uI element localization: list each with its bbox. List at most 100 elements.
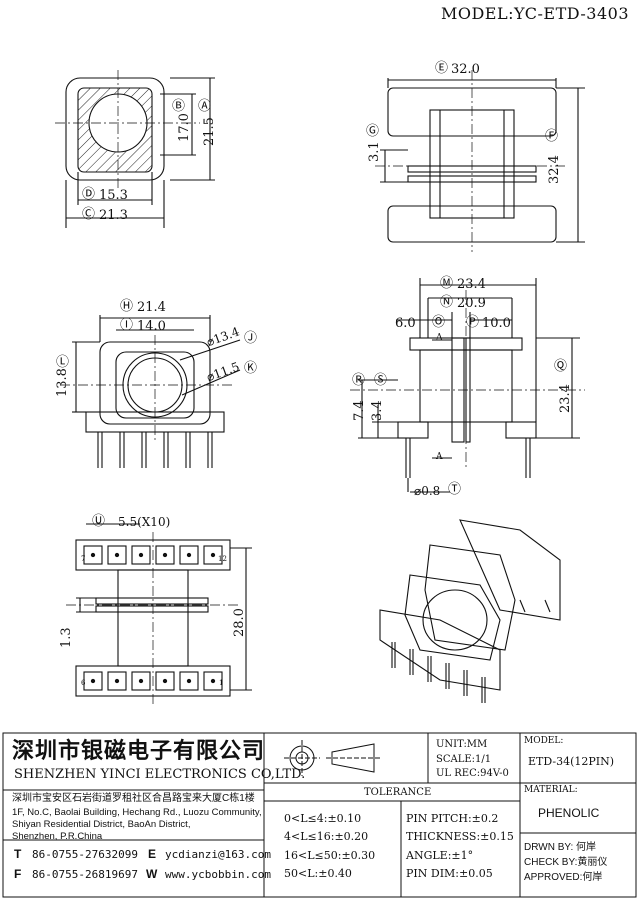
web-value: www.ycbobbin.com bbox=[165, 868, 271, 881]
pin-dot bbox=[138, 678, 144, 684]
dim-value-17: 17.0 bbox=[177, 113, 192, 142]
section-mark-A-top: A bbox=[436, 333, 443, 343]
dim-value-1-3: 1.3 bbox=[59, 627, 74, 648]
dim-G: Ⓖ bbox=[366, 124, 380, 139]
pin-dot bbox=[210, 552, 216, 558]
dim-Q: Ⓠ bbox=[554, 359, 568, 374]
tolerance-left-2: 16<L≤50:±0.30 bbox=[284, 849, 376, 862]
dim-value-7-4: 7.4 bbox=[352, 400, 367, 421]
scale-label: SCALE:1/1 bbox=[436, 754, 492, 765]
dim-D: Ⓓ bbox=[82, 187, 96, 202]
phone-value: 86-0755-27632099 bbox=[32, 848, 138, 861]
dim-E: Ⓔ bbox=[435, 61, 449, 76]
dim-value-10: 10.0 bbox=[482, 316, 511, 331]
tolerance-right-1: THICKNESS:±0.15 bbox=[406, 830, 514, 843]
section-mark-A-bottom: A bbox=[436, 452, 443, 462]
dim-I: Ⓘ bbox=[120, 318, 134, 333]
dim-value-23-4-right: 23.4 bbox=[558, 384, 573, 413]
dim-F: Ⓕ bbox=[545, 129, 559, 144]
pin-cell bbox=[131, 671, 151, 691]
view-isometric bbox=[379, 519, 561, 703]
dim-H: Ⓗ bbox=[120, 299, 134, 314]
dim-value-32-4: 32.4 bbox=[547, 155, 562, 184]
pin-cell bbox=[107, 671, 127, 691]
pin-dot bbox=[162, 678, 168, 684]
dim-S: Ⓢ bbox=[374, 373, 388, 388]
pin-dot bbox=[114, 552, 120, 558]
dim-value-13-8: 13.8 bbox=[55, 368, 70, 397]
tolerance-right-2: ANGLE:±1° bbox=[406, 849, 474, 862]
view-mid-left bbox=[60, 315, 241, 468]
title-block-lines bbox=[2, 732, 637, 898]
dim-M: Ⓜ bbox=[440, 276, 454, 291]
pin-cell bbox=[107, 545, 127, 565]
view-mid-right bbox=[350, 278, 585, 493]
pin-dot bbox=[90, 552, 96, 558]
unit-label: UNIT:MM bbox=[436, 739, 488, 750]
ul-label: UL REC:94V-0 bbox=[436, 768, 509, 779]
model-header: MODEL:YC-ETD-3403 bbox=[440, 4, 629, 23]
pin-cell bbox=[179, 545, 199, 565]
dim-T: Ⓣ bbox=[448, 482, 462, 497]
tolerance-title: TOLERANCE bbox=[364, 787, 432, 798]
material-label: MATERIAL: bbox=[524, 785, 578, 795]
phone-key: T bbox=[14, 847, 22, 861]
pin-dot bbox=[90, 678, 96, 684]
pin-dot bbox=[114, 678, 120, 684]
address-cn: 深圳市宝安区石岩街道罗租社区合昌路宝来大厦C栋1楼 bbox=[12, 793, 255, 804]
dim-C: Ⓒ bbox=[82, 207, 96, 222]
pin-cell bbox=[83, 545, 103, 565]
check-by: CHECK BY:黄丽仪 bbox=[524, 857, 608, 868]
material-value: PHENOLIC bbox=[538, 806, 600, 820]
tolerance-left-3: 50<L:±0.40 bbox=[284, 867, 352, 880]
address-en-3: Shenzhen, P.R.China bbox=[12, 831, 103, 842]
pin-cell bbox=[131, 545, 151, 565]
pin-dot bbox=[186, 552, 192, 558]
email-key: E bbox=[148, 847, 157, 861]
view-top-right bbox=[375, 70, 585, 252]
fax-key: F bbox=[14, 867, 22, 881]
dim-value-3-4: 3.4 bbox=[370, 400, 385, 421]
pin-cell bbox=[83, 671, 103, 691]
pin-cell bbox=[203, 671, 223, 691]
model-label: MODEL: bbox=[524, 736, 564, 746]
view-top-left bbox=[55, 70, 215, 228]
pin-dot bbox=[138, 552, 144, 558]
dim-N: Ⓝ bbox=[440, 295, 454, 310]
dim-J: Ⓙ bbox=[244, 331, 258, 346]
dim-R: Ⓡ bbox=[352, 373, 366, 388]
dim-value-20-9: 20.9 bbox=[457, 296, 486, 311]
dim-value-32: 32.0 bbox=[451, 62, 480, 77]
pin-number-1: 1 bbox=[219, 679, 224, 687]
dim-K: Ⓚ bbox=[244, 361, 258, 376]
pin-cell bbox=[155, 545, 175, 565]
dim-value-3-1: 3.1 bbox=[367, 141, 382, 162]
dim-value-21-4: 21.4 bbox=[137, 300, 166, 315]
fax-value: 86-0755-26819697 bbox=[32, 868, 138, 881]
tolerance-right-0: PIN PITCH:±0.2 bbox=[406, 812, 499, 825]
tolerance-left-1: 4<L≤16:±0.20 bbox=[284, 830, 369, 843]
dim-L: Ⓛ bbox=[56, 355, 70, 370]
drawn-by: DRWN BY: 何岸 bbox=[524, 842, 597, 853]
dim-O: Ⓞ bbox=[432, 315, 446, 330]
model-value: ETD-34(12PIN) bbox=[528, 755, 615, 768]
dim-value-15-3: 15.3 bbox=[99, 188, 128, 203]
dim-B: Ⓑ bbox=[172, 99, 186, 114]
pin-dot bbox=[162, 552, 168, 558]
pin-dot bbox=[186, 678, 192, 684]
company-name-cn: 深圳市银磁电子有限公司 bbox=[12, 738, 266, 763]
tolerance-right-3: PIN DIM:±0.05 bbox=[406, 867, 493, 880]
email-value: ycdianzi@163.com bbox=[165, 848, 271, 861]
dim-value-14: 14.0 bbox=[137, 319, 166, 334]
pin-number-6: 6 bbox=[81, 679, 86, 687]
dim-value-28: 28.0 bbox=[232, 608, 247, 637]
dim-value-21-5: 21.5 bbox=[202, 117, 217, 146]
tolerance-left-0: 0<L≤4:±0.10 bbox=[284, 812, 362, 825]
dim-A: Ⓐ bbox=[198, 99, 212, 114]
pin-dot bbox=[210, 678, 216, 684]
pitch-value: 5.5(X10) bbox=[118, 515, 171, 529]
pin-cell bbox=[203, 545, 223, 565]
dim-U: Ⓤ bbox=[92, 514, 106, 529]
